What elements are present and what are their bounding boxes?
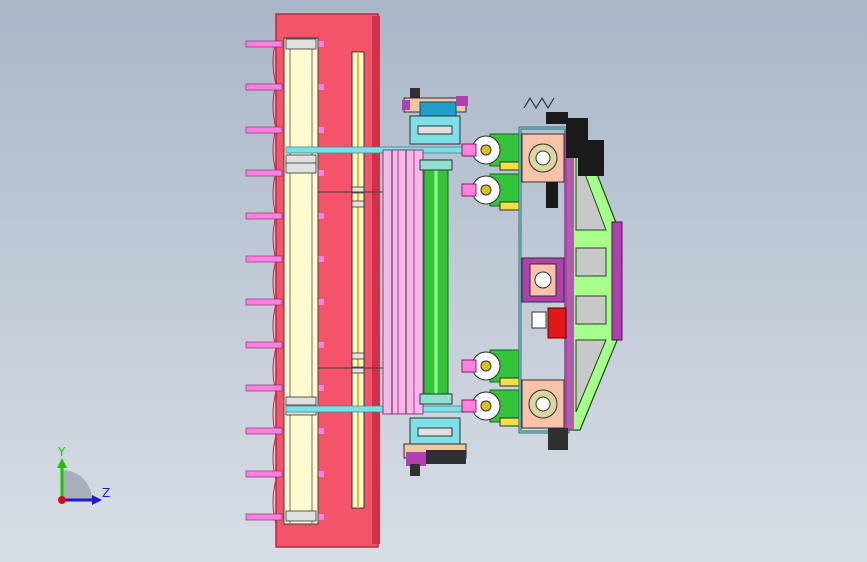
tine-stub xyxy=(318,127,324,133)
seed-tine xyxy=(245,169,283,177)
bracket-clip xyxy=(351,366,365,374)
bearing-blocks xyxy=(521,133,565,429)
meter-tab xyxy=(499,161,521,171)
seed-tine xyxy=(245,298,283,306)
roller-bracket xyxy=(285,510,317,522)
seed-tine xyxy=(245,212,283,220)
tine-stub xyxy=(318,428,324,434)
divider-band xyxy=(382,149,424,415)
tine-stub xyxy=(318,213,324,219)
seed-tine xyxy=(245,427,283,435)
meter-hub xyxy=(480,360,492,372)
meter-hub xyxy=(480,184,492,196)
tine-stub xyxy=(318,84,324,90)
meter-tab xyxy=(499,377,521,387)
meter-link xyxy=(461,143,477,157)
roller-bracket xyxy=(285,38,317,50)
tine-stub xyxy=(318,342,324,348)
y-axis-label: Y xyxy=(57,445,66,459)
tine-stub xyxy=(318,385,324,391)
tine-stub xyxy=(318,170,324,176)
meter-tab xyxy=(499,417,521,427)
tine-stub xyxy=(318,471,324,477)
tine-stub xyxy=(318,256,324,262)
z-axis-label: Z xyxy=(102,486,110,500)
meter-link xyxy=(461,183,477,197)
bracket-clip xyxy=(351,200,365,208)
meter-hub xyxy=(480,400,492,412)
metering-units xyxy=(461,133,521,427)
meter-tab xyxy=(499,201,521,211)
seed-tine xyxy=(245,470,283,478)
seed-tine xyxy=(245,126,283,134)
tine-stub xyxy=(318,41,324,47)
seed-tine xyxy=(245,384,283,392)
seed-drum xyxy=(419,159,453,405)
seed-tine xyxy=(245,255,283,263)
seed-tine xyxy=(245,513,283,521)
roller-bracket xyxy=(285,162,317,174)
meter-link xyxy=(461,359,477,373)
seed-tine xyxy=(245,83,283,91)
seed-tine xyxy=(245,341,283,349)
gearbox-frame xyxy=(518,126,623,434)
meter-hub xyxy=(480,144,492,156)
bottom-drive-assembly xyxy=(403,417,467,476)
meter-link xyxy=(461,399,477,413)
top-drive-assembly xyxy=(402,88,468,145)
bracket-clip xyxy=(351,186,365,194)
tine-stub xyxy=(318,299,324,305)
tine-stub xyxy=(318,514,324,520)
seed-tine xyxy=(245,40,283,48)
bracket-clip xyxy=(351,352,365,360)
drive-motor xyxy=(523,96,604,450)
tine-row xyxy=(245,40,324,521)
axis-triad-icon: Y Z xyxy=(57,445,110,505)
